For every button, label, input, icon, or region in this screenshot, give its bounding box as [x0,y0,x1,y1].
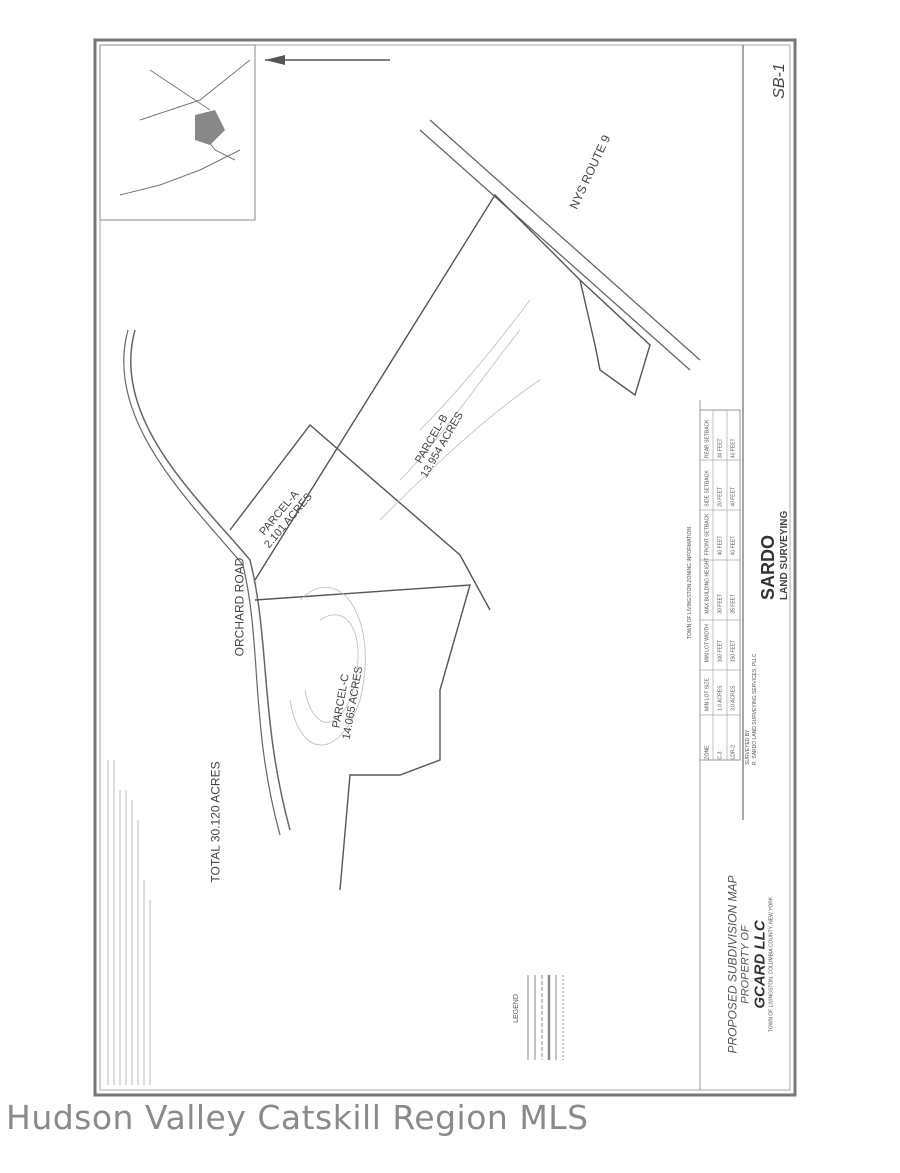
orchard-road-line [129,329,291,831]
road-label-orchard: ORCHARD ROAD [232,557,247,657]
zoning-row: C-3 1.0 ACRES 100 FEET 30 FEET 40 FEET 2… [714,410,727,760]
zoning-row: LDR-2 3.0 ACRES 150 FEET 35 FEET 40 FEET… [727,410,740,760]
total-acres-label: TOTAL 30.120 ACRES [208,761,223,883]
legend-title: LEGEND [512,994,520,1023]
zoning-header: MIN LOT WIDTH [704,624,710,663]
zoning-header: FRONT SETBACK [704,513,710,556]
zoning-table: ZONE MIN LOT SIZE MIN LOT WIDTH MAX BUIL… [701,410,740,760]
zoning-header-row: ZONE MIN LOT SIZE MIN LOT WIDTH MAX BUIL… [701,410,714,760]
site-location-marker [195,110,225,145]
surveyor-logo: SARDO LAND SURVEYING [758,510,792,600]
parcel-a-label: PARCEL-A 2.101 ACRES [253,483,315,551]
parcel-b-boundary [254,193,651,581]
map-title-block: PROPOSED SUBDIVISION MAP PROPERTY OF GCA… [726,835,775,1095]
parcel-c-boundary [254,584,471,891]
sheet-number: SB-1 [770,63,788,99]
zoning-cell: 1.0 ACRES [717,685,723,711]
zoning-header: REAR SETBACK [704,419,710,459]
zoning-cell: C-3 [717,751,723,760]
zoning-cell: 35 FEET [730,593,736,614]
route-9-line [419,119,701,371]
zoning-cell: 100 FEET [717,639,723,663]
parcel-a-boundary [229,423,491,611]
zoning-table-frame [699,409,741,761]
zoning-cell: 40 FEET [730,535,736,556]
contour-lines [289,299,541,746]
zoning-cell: 30 FEET [717,593,723,614]
inset-roads [119,59,251,196]
location-inset-frame [99,44,256,221]
zoning-cell: 20 FEET [717,487,723,507]
zoning-cell: 40 FEET [717,535,723,556]
zoning-cell: 40 FEET [730,438,736,459]
surveyor-info: SURVEYED BY R. SARDO LAND SURVEYING SERV… [745,653,759,765]
map-border [93,38,797,1097]
owner-name: GCARD LLC [751,920,769,1009]
inner-border [99,44,791,1091]
legend-symbols [527,975,564,1060]
north-arrow-head-icon [265,55,285,65]
logo-sardo: SARDO [758,534,778,600]
location-text: TOWN OF LIVINGSTON, COLUMBIA COUNTY, NEW… [768,896,775,1033]
zoning-cell: 3.0 ACRES [730,685,736,711]
surveyor-company: R. SARDO LAND SURVEYING SERVICES, PLLC [752,653,758,765]
zoning-header: ZONE [704,745,710,760]
zoning-title: TOWN OF LIVINGSTON ZONING INFORMATION [687,527,693,639]
general-notes [107,760,151,1085]
zoning-header: MIN LOT SIZE [704,678,710,711]
road-label-route-9: NYS ROUTE 9 [566,132,614,212]
logo-land-surveying: LAND SURVEYING [779,510,790,600]
map-title: PROPOSED SUBDIVISION MAP [725,875,740,1054]
zoning-header: MAX BUILDING HEIGHT [704,557,710,614]
zoning-cell: LDR-2 [730,745,736,760]
property-of: PROPERTY OF [739,925,752,1004]
mls-watermark: Hudson Valley Catskill Region MLS [6,1098,589,1137]
parcel-b-label: PARCEL-B 13.954 ACRES [408,404,466,480]
orchard-road-edge [123,329,281,836]
parcel-c-label: PARCEL-C 14.065 ACRES [329,663,365,741]
zoning-header: SIDE SETBACK [704,470,710,507]
surveyed-by: SURVEYED BY [745,729,751,765]
zoning-cell: 150 FEET [730,639,736,663]
zoning-grid [700,410,740,760]
zoning-cell: 40 FEET [730,487,736,507]
zoning-cell: 30 FEET [717,438,723,459]
